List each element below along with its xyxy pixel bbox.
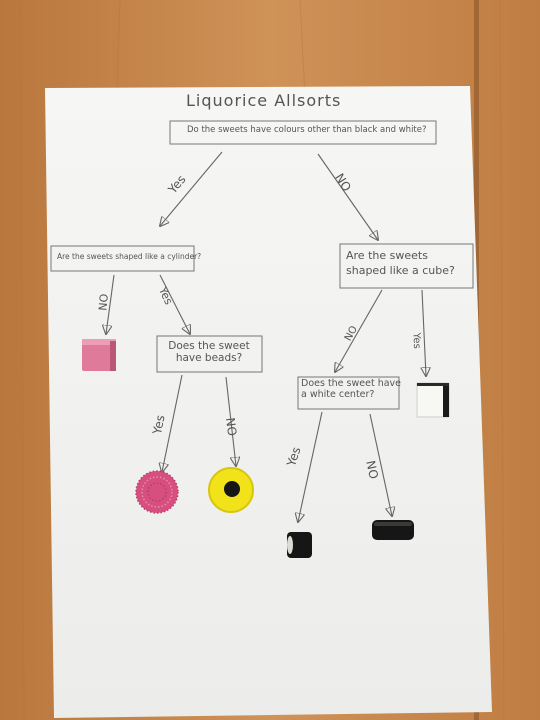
arrow-white-no: [369, 413, 392, 516]
root-question: Do the sweets have colours other than bl…: [187, 125, 427, 135]
beads-question-box: [156, 335, 263, 373]
diagram-title: Liquorice Allsorts: [186, 91, 342, 110]
sweet-black-white-center-icon: [287, 532, 312, 558]
edge-label-cube-yes: Yes: [410, 332, 423, 350]
sweet-pink-beaded-icon: [135, 470, 179, 514]
cube-question: Are the sweets shaped like a cube?: [346, 249, 455, 277]
root-question-box: [169, 120, 437, 145]
arrow-cyl-yes: [159, 274, 190, 334]
cylinder-question: Are the sweets shaped like a cylinder?: [57, 252, 202, 261]
arrow-root-no: [317, 153, 378, 240]
sweet-black-white-cube-icon: [416, 382, 450, 418]
arrow-cube-no: [335, 289, 383, 372]
sweet-pink-square-icon: [82, 339, 116, 371]
sweet-yellow-round-icon: [208, 467, 254, 513]
white-center-question-line-1: Does the sweet have: [301, 378, 402, 389]
arrow-root-yes: [160, 151, 223, 226]
white-center-question-box: [297, 376, 400, 410]
arrow-beads-no: [225, 376, 236, 466]
beads-question-line-1: Does the sweet: [168, 340, 250, 352]
cylinder-question-box: [50, 245, 195, 272]
edge-label-white-no: NO: [363, 459, 381, 481]
white-center-question-line-2: a white center?: [301, 388, 375, 400]
arrow-cyl-no: [106, 274, 115, 334]
beads-question: Does the sweet have beads?: [160, 340, 258, 364]
white-center-question: Does the sweet have a white center?: [301, 378, 402, 401]
arrow-white-yes: [298, 411, 323, 522]
arrow-cube-yes: [422, 289, 426, 376]
sweet-black-plain-icon: [372, 520, 414, 540]
edge-label-beads-no: NO: [223, 416, 240, 437]
cube-question-box: [339, 243, 474, 289]
edge-label-cyl-no: NO: [96, 293, 111, 312]
beads-question-line-2: have beads?: [175, 352, 243, 365]
arrow-beads-yes: [162, 374, 183, 472]
